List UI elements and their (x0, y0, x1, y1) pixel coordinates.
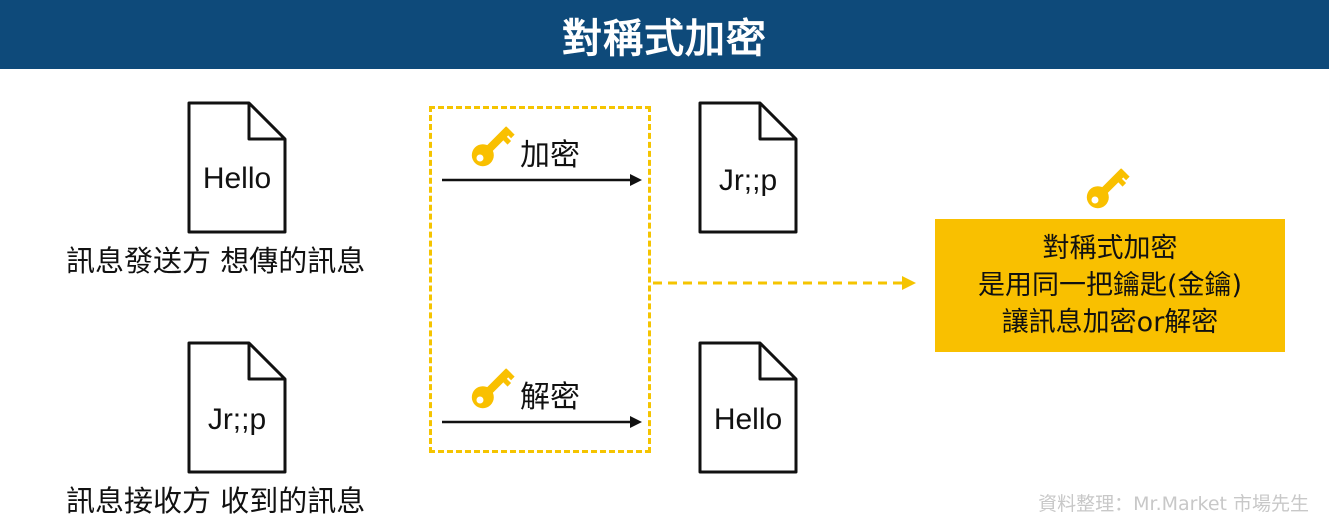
receiver-document: Jr;;p (187, 341, 287, 474)
document-text: Jr;;p (718, 164, 778, 197)
document-text: Hello (202, 162, 272, 195)
document-icon (698, 101, 798, 234)
sender-caption: 訊息發送方 想傳的訊息 (66, 244, 366, 278)
document-text: Jr;;p (207, 403, 267, 436)
decrypt-label: 解密 (520, 380, 580, 415)
explanation-callout: 對稱式加密 是用同一把鑰匙(金鑰) 讓訊息加密or解密 (935, 219, 1285, 352)
document-text: Hello (713, 403, 783, 436)
callout-line: 對稱式加密 (1042, 233, 1178, 264)
key-icon (471, 368, 515, 409)
document-icon (698, 341, 798, 474)
sender-document: Hello (187, 101, 287, 234)
key-icon (1086, 168, 1130, 209)
process-box (429, 106, 651, 453)
key-icon (471, 126, 515, 167)
page-title: 對稱式加密 (562, 15, 767, 62)
receiver-caption: 訊息接收方 收到的訊息 (66, 484, 366, 518)
decrypted-document: Hello (698, 341, 798, 474)
decrypt-arrow (442, 416, 642, 428)
document-icon (187, 341, 287, 474)
callout-line: 是用同一把鑰匙(金鑰) (977, 270, 1243, 301)
encrypted-document: Jr;;p (698, 101, 798, 234)
encrypt-label: 加密 (520, 138, 580, 173)
encrypt-arrow (442, 174, 642, 186)
source-credit: 資料整理：Mr.Market 市場先生 (1038, 493, 1309, 515)
header-banner: 對稱式加密 (0, 0, 1329, 69)
document-icon (187, 101, 287, 234)
callout-line: 讓訊息加密or解密 (1001, 307, 1219, 338)
